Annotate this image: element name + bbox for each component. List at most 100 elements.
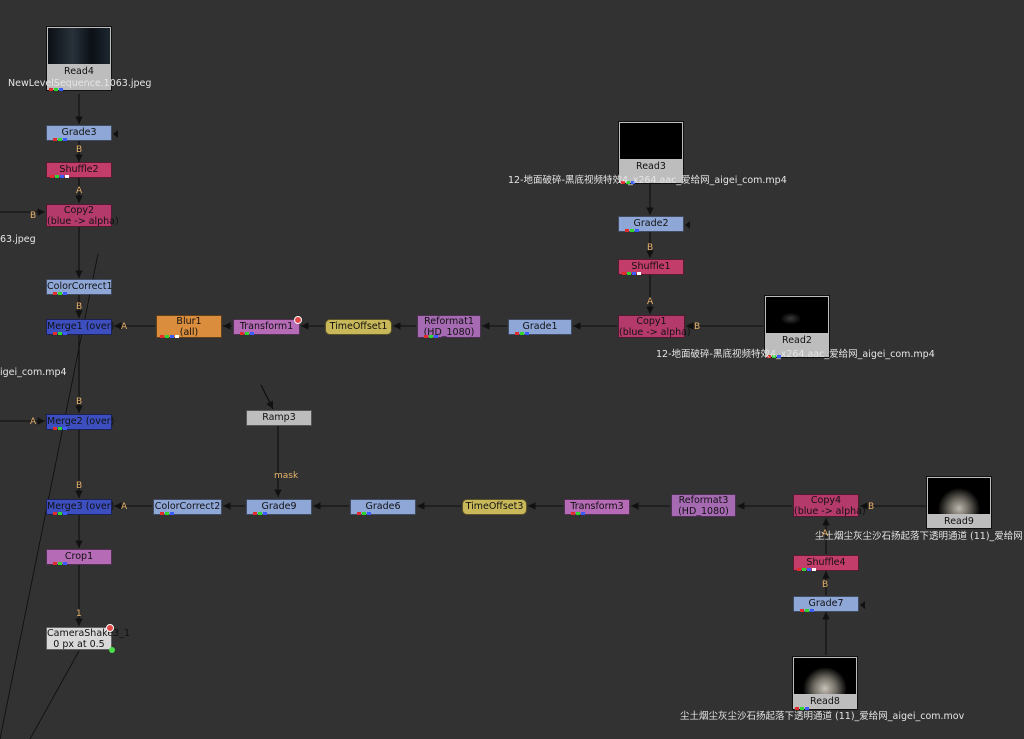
timeoffset1-node[interactable]: TimeOffset1 [325, 319, 392, 335]
merge1-node[interactable]: Merge1 (over) [46, 319, 114, 335]
left-mp4-caption: igei_com.mp4 [0, 367, 67, 378]
channel-chips [353, 512, 375, 515]
channel-chips [49, 427, 71, 430]
read9-file-caption: 尘土烟尘灰尘沙石扬起落下透明通道 (11)_爱给网 [815, 531, 1023, 542]
grade3-node[interactable]: Grade3 [46, 125, 118, 141]
read8-file-caption: 尘土烟尘灰尘沙石扬起落下透明通道 (11)_爱给网_aigei_com.mov [680, 711, 965, 722]
copy2-label: Copy2 [63, 205, 95, 216]
shuffle4-node[interactable]: Shuffle4 [793, 555, 859, 571]
channel-chips [796, 568, 818, 571]
node-output-handle[interactable] [113, 130, 118, 138]
read3-label: Read3 [636, 161, 666, 172]
copy4-label: Copy4 [810, 495, 842, 506]
reformat1-label: Reformat1 [424, 316, 474, 327]
blur1-node[interactable]: Blur1 (all) [156, 315, 222, 338]
read4-thumbnail [48, 28, 110, 64]
input-label-a: A [76, 186, 83, 196]
read9-thumbnail [928, 478, 990, 514]
input-label-b: B [30, 211, 37, 221]
input-label-a: A [647, 297, 654, 307]
colorcorrect2-label: ColorCorrect2 [154, 501, 221, 512]
copy1-node[interactable]: Copy1 (blue -> alpha) [618, 315, 691, 338]
node-indicator-icon [294, 316, 302, 324]
input-label-b: B [76, 397, 83, 407]
input-label-b: B [647, 243, 654, 253]
blur1-subtitle: (all) [179, 327, 199, 338]
channel-chips [49, 512, 71, 515]
grade7-label: Grade7 [808, 598, 844, 609]
timeoffset3-node[interactable]: TimeOffset3 [462, 499, 527, 515]
transform3-label: Transform3 [570, 501, 624, 512]
channel-chips [49, 175, 71, 178]
colorcorrect1-label: ColorCorrect1 [47, 281, 113, 292]
shuffle1-label: Shuffle1 [631, 261, 671, 272]
reformat1-node[interactable]: Reformat1 (HD_1080) [417, 315, 481, 338]
copy2-node[interactable]: Copy2 (blue -> alpha) [46, 204, 119, 227]
ramp3-label: Ramp3 [262, 412, 296, 423]
read3-thumbnail [620, 123, 682, 159]
merge3-label: Merge3 (over) [47, 501, 115, 512]
read8-node[interactable]: Read8 [792, 656, 858, 710]
input-label-b: B [76, 302, 83, 312]
grade6-node[interactable]: Grade6 [350, 499, 416, 515]
input-label-b: B [822, 580, 829, 590]
node-indicator-icon [106, 624, 114, 632]
grade1-node[interactable]: Grade1 [508, 319, 572, 335]
copy2-subtitle: (blue -> alpha) [47, 216, 119, 227]
read9-label: Read9 [944, 516, 974, 527]
input-label-b: B [76, 145, 83, 155]
camerashake3-node[interactable]: CameraShake3_1 0 px at 0.5 [46, 624, 130, 653]
read4-file-caption: NewLevelSequence.1063.jpeg [8, 78, 152, 89]
transform3-node[interactable]: Transform3 [564, 499, 630, 515]
grade7-node[interactable]: Grade7 [793, 596, 865, 612]
timeoffset3-label: TimeOffset3 [465, 501, 524, 512]
read3-node[interactable]: Read3 [618, 121, 684, 184]
node-output-handle[interactable] [685, 221, 690, 229]
merge2-node[interactable]: Merge2 (over) [46, 414, 115, 430]
channel-chips [49, 292, 71, 295]
read4-node[interactable]: Read4 [46, 26, 112, 91]
channel-chips [49, 332, 71, 335]
grade3-label: Grade3 [61, 127, 97, 138]
channel-chips [156, 512, 178, 515]
merge3-node[interactable]: Merge3 (over) [46, 499, 115, 515]
merge2-label: Merge2 (over) [47, 416, 115, 427]
camerashake3-label: CameraShake3_1 [47, 628, 130, 639]
grade9-node[interactable]: Grade9 [246, 499, 312, 515]
grade9-label: Grade9 [261, 501, 297, 512]
shuffle2-node[interactable]: Shuffle2 [46, 162, 112, 178]
copy4-node[interactable]: Copy4 (blue -> alpha) [793, 494, 866, 517]
grade2-node[interactable]: Grade2 [618, 216, 690, 232]
reformat3-subtitle: (HD_1080) [678, 506, 729, 517]
grade6-label: Grade6 [365, 501, 401, 512]
input-label-one: 1 [76, 609, 82, 619]
reformat3-node[interactable]: Reformat3 (HD_1080) [671, 494, 736, 517]
channel-chips [621, 181, 643, 184]
node-status-icon [109, 647, 115, 653]
colorcorrect1-node[interactable]: ColorCorrect1 [46, 279, 113, 295]
ramp3-node[interactable]: Ramp3 [246, 410, 312, 426]
shuffle2-label: Shuffle2 [59, 164, 99, 175]
shuffle1-node[interactable]: Shuffle1 [618, 259, 684, 275]
channel-chips [567, 512, 589, 515]
read2-file-caption: 12-地面破碎-黑底视频特效4_x264.aac_爱给网_aigei_com.m… [656, 349, 935, 360]
read3-file-caption: 12-地面破碎-黑底视频特效4_x264.aac_爱给网_aigei_com.m… [508, 175, 787, 186]
transform1-node[interactable]: Transform1 [233, 316, 302, 335]
channel-chips [49, 88, 71, 91]
colorcorrect2-node[interactable]: ColorCorrect2 [153, 499, 222, 515]
read2-node[interactable]: Read2 [764, 295, 830, 358]
read9-node[interactable]: Read9 [926, 476, 992, 529]
input-label-b: B [694, 322, 701, 332]
channel-chips [621, 272, 643, 275]
blur1-label: Blur1 [176, 316, 202, 327]
node-output-handle[interactable] [860, 601, 865, 609]
crop1-node[interactable]: Crop1 [46, 549, 112, 565]
input-label-b: B [76, 481, 83, 491]
channel-chips [621, 229, 643, 232]
read4-label: Read4 [64, 66, 94, 77]
read2-label: Read2 [782, 335, 812, 346]
copy4-subtitle: (blue -> alpha) [794, 506, 866, 517]
camerashake3-subtitle: 0 px at 0.5 [53, 639, 105, 650]
